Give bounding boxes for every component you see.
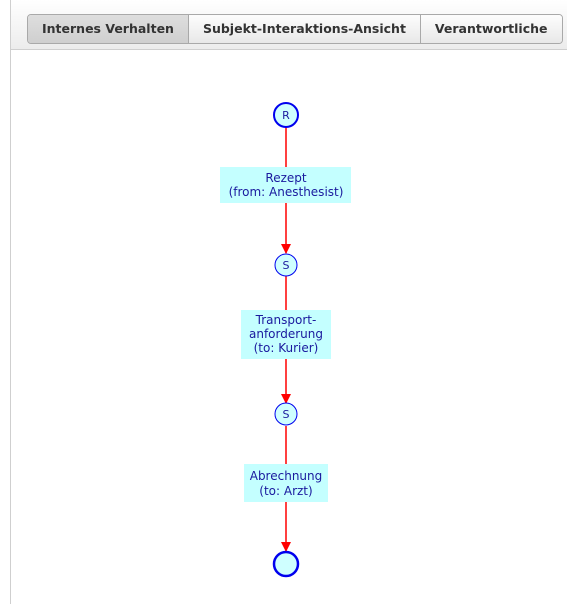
transition-label-rezept[interactable]: Rezept (from: Anesthesist) xyxy=(220,167,351,203)
transition-label-transportanforderung[interactable]: Transport- anforderung (to: Kurier) xyxy=(241,310,331,359)
tab-verantwortliche[interactable]: Verantwortliche xyxy=(420,15,562,43)
transition-label-line: (from: Anesthesist) xyxy=(229,185,344,199)
transition-label-line: Rezept xyxy=(265,171,306,185)
tab-bar: Internes Verhalten Subjekt-Interaktions-… xyxy=(11,0,567,50)
send-state-node[interactable]: S xyxy=(274,402,298,426)
transition-label-line: Transport- xyxy=(255,313,317,327)
transition-label-abrechnung[interactable]: Abrechnung (to: Arzt) xyxy=(244,464,328,502)
transition-label-line: anforderung xyxy=(249,327,323,341)
transition-label-line: (to: Arzt) xyxy=(259,484,312,498)
receive-state-label: R xyxy=(282,109,290,122)
send-state-label: S xyxy=(283,408,290,421)
end-state-node[interactable] xyxy=(272,550,300,578)
send-state-node[interactable]: S xyxy=(274,253,298,277)
view-tabs: Internes Verhalten Subjekt-Interaktions-… xyxy=(27,14,563,44)
tab-internes-verhalten[interactable]: Internes Verhalten xyxy=(28,15,189,43)
transition-label-line: Abrechnung xyxy=(250,469,323,483)
tab-subjekt-interaktions-ansicht[interactable]: Subjekt-Interaktions-Ansicht xyxy=(188,15,421,43)
receive-state-node[interactable]: R xyxy=(273,102,299,128)
send-state-label: S xyxy=(283,259,290,272)
transition-label-line: (to: Kurier) xyxy=(254,341,319,355)
diagram-panel: Internes Verhalten Subjekt-Interaktions-… xyxy=(10,0,567,604)
